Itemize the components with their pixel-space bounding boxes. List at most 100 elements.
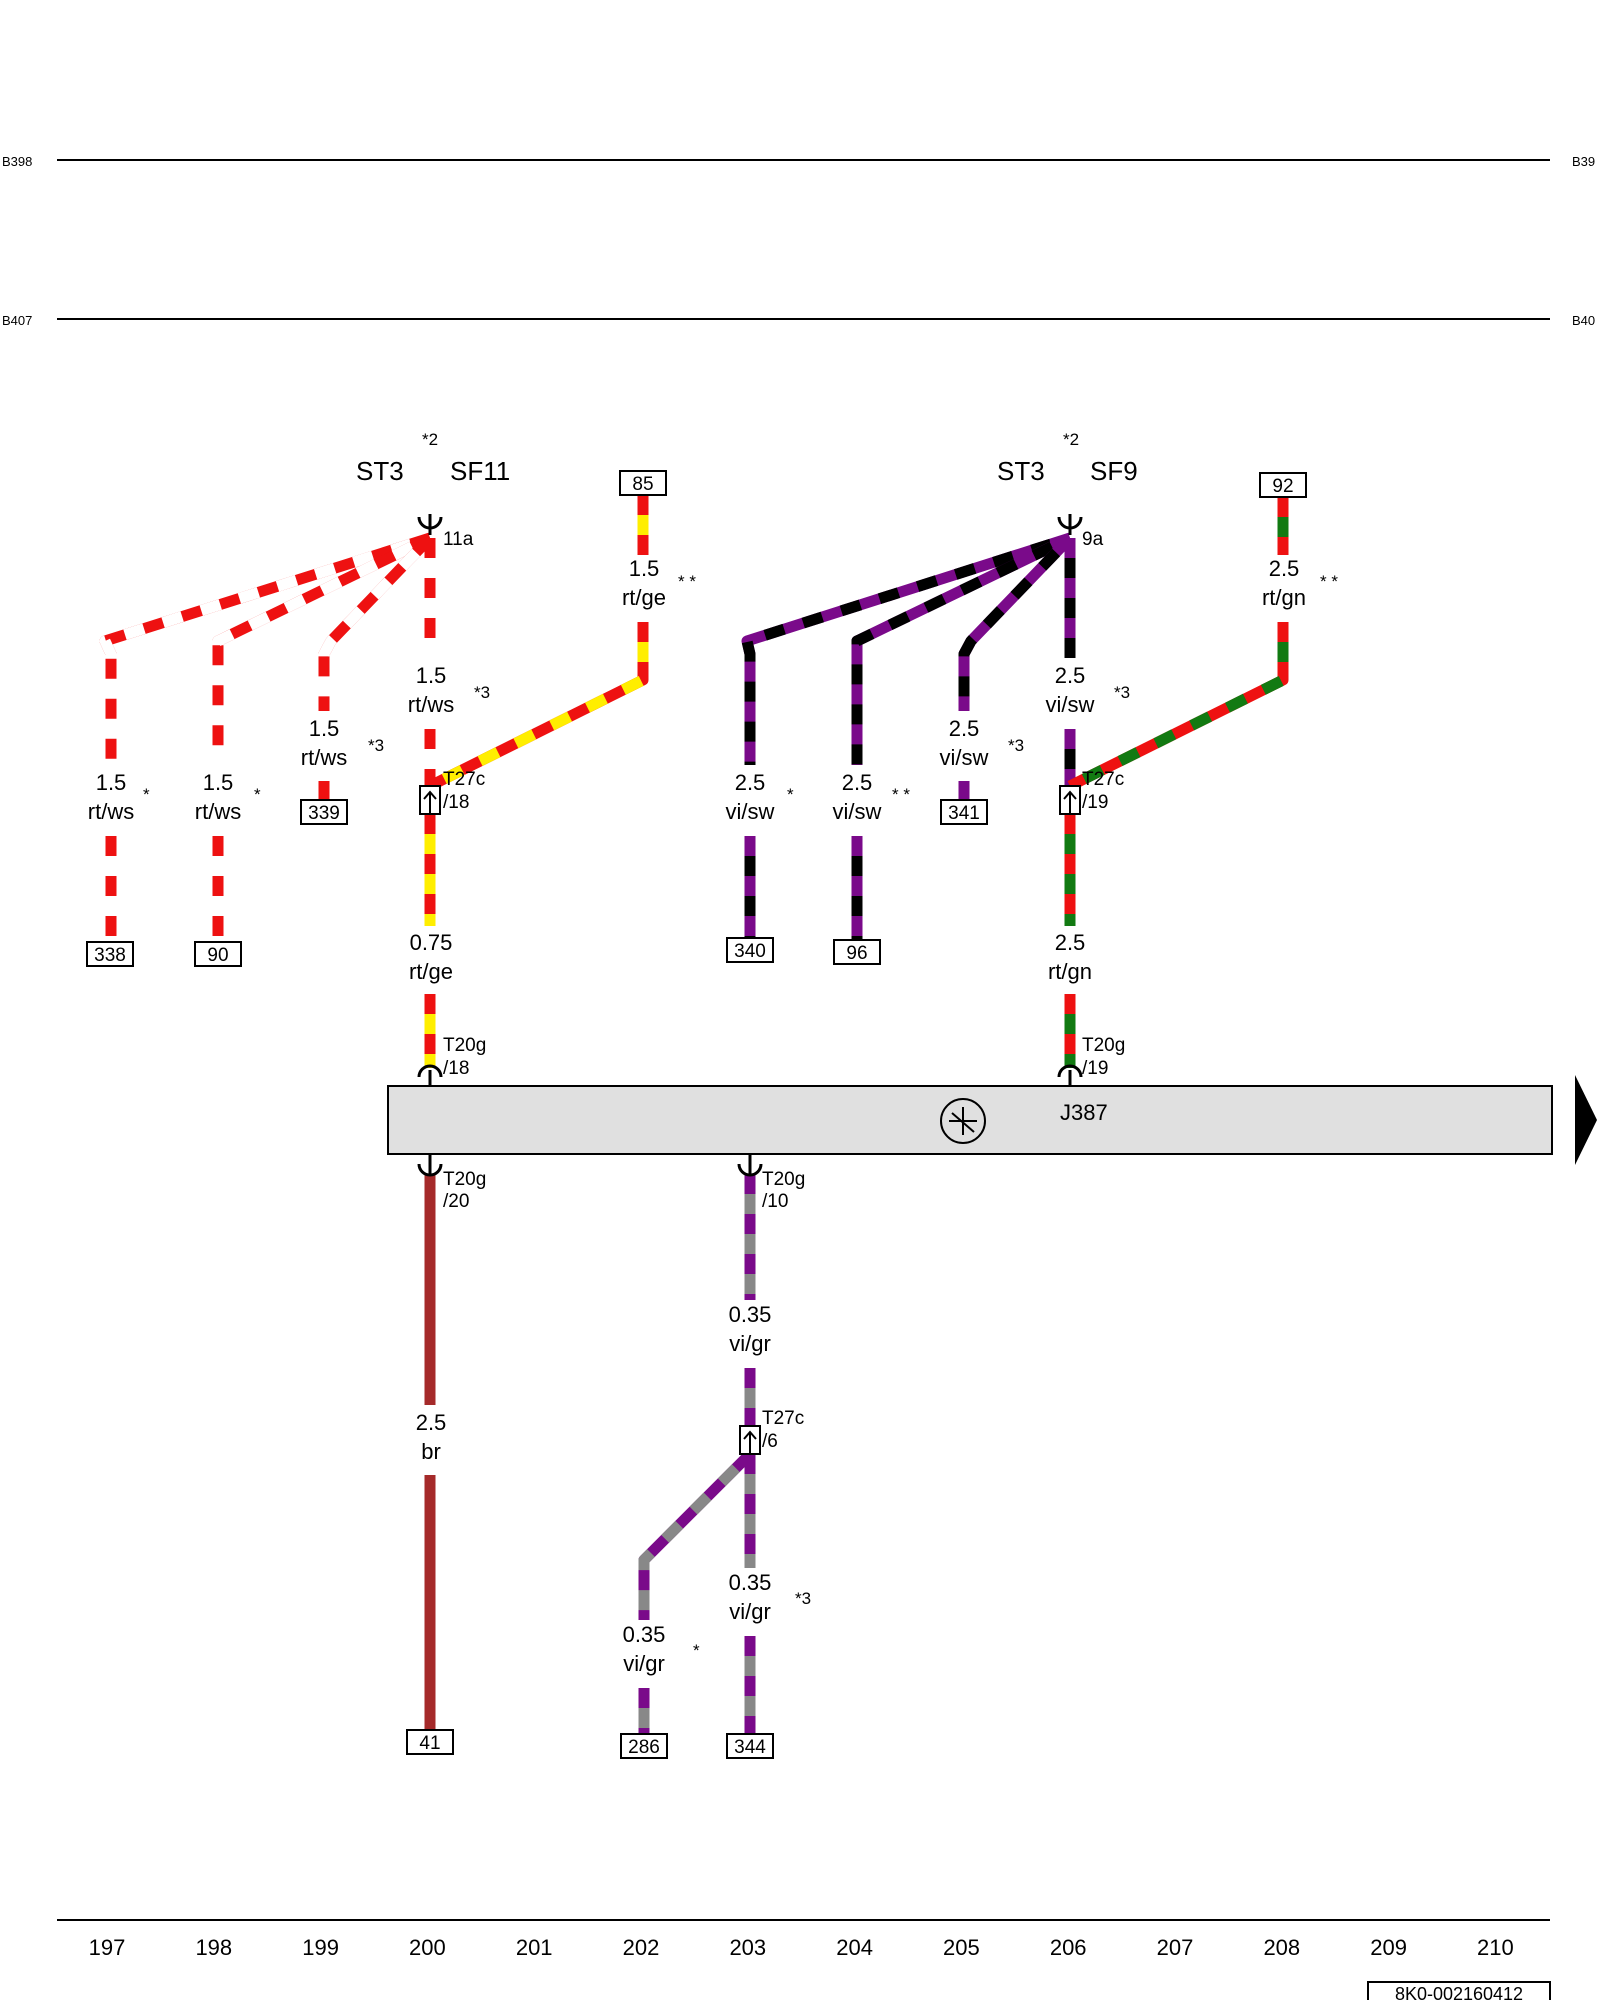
column-number: 197 [89, 1935, 126, 1960]
connector-t27c-6-pin: /6 [762, 1431, 778, 1452]
column-number: 206 [1050, 1935, 1087, 1960]
wire-w7-segment [741, 532, 1072, 765]
wire-layer [99, 495, 1289, 1734]
svg-text:rt/ws: rt/ws [408, 692, 454, 717]
fuse-pin-9a: 9a [1082, 529, 1104, 550]
svg-text:2.5: 2.5 [1269, 556, 1300, 581]
continuation-arrow-icon [1575, 1075, 1597, 1165]
svg-text:br: br [421, 1439, 441, 1464]
doc-id-box [1367, 1981, 1551, 2000]
svg-text:vi/gr: vi/gr [623, 1651, 665, 1676]
svg-text:*: * [787, 785, 794, 804]
terminal-344: 344 [726, 1733, 774, 1759]
ref-label-b39: B39 [1572, 154, 1595, 169]
component-j387-label: J387 [1060, 1100, 1108, 1125]
svg-text:vi/sw: vi/sw [726, 799, 775, 824]
column-number: 199 [302, 1935, 339, 1960]
connector-t27c-19-name: T27c [1082, 769, 1124, 790]
terminal-340: 340 [726, 937, 774, 963]
column-number: 208 [1263, 1935, 1300, 1960]
svg-text:vi/gr: vi/gr [729, 1599, 771, 1624]
svg-text:0.35: 0.35 [729, 1302, 772, 1327]
connector-t20g-19-name: T20g [1082, 1035, 1125, 1056]
connector-symbol-t20g-10 [737, 1154, 763, 1177]
svg-text:2.5: 2.5 [416, 1410, 447, 1435]
wire-w16-segment [638, 1450, 754, 1620]
svg-text:341: 341 [948, 803, 980, 824]
column-number: 204 [836, 1935, 873, 1960]
svg-text:1.5: 1.5 [309, 716, 340, 741]
terminal-338: 338 [86, 941, 134, 967]
fuse-st3-right: ST3 [997, 456, 1045, 486]
connector-t20g-20-pin: /20 [443, 1191, 469, 1212]
terminal-41: 41 [406, 1729, 454, 1755]
svg-text:2.5: 2.5 [842, 770, 873, 795]
connector-box-t27c-19 [1059, 785, 1081, 815]
connector-box-t27c-6 [739, 1425, 761, 1455]
connector-t20g-19-pin: /19 [1082, 1058, 1108, 1079]
svg-text:* *: * * [892, 785, 910, 804]
column-number: 200 [409, 1935, 446, 1960]
connector-symbol-t20g-19 [1057, 1064, 1083, 1086]
wire-label-w13: 2.5 br [416, 1410, 447, 1464]
svg-text:339: 339 [308, 803, 340, 824]
connector-t20g-10-pin: /10 [762, 1191, 788, 1212]
column-number: 209 [1370, 1935, 1407, 1960]
svg-text:*3: *3 [1008, 736, 1024, 755]
svg-text:338: 338 [94, 945, 126, 966]
svg-text:rt/ws: rt/ws [88, 799, 134, 824]
connector-t20g-10-name: T20g [762, 1169, 805, 1190]
wire-label-w14: 0.35 vi/gr [729, 1302, 772, 1356]
svg-text:*: * [693, 1641, 700, 1660]
svg-text:2.5: 2.5 [1055, 663, 1086, 688]
connector-symbol-t20g-20 [417, 1154, 443, 1177]
wire-label-w6: 0.75 rt/ge [409, 930, 453, 984]
svg-text:1.5: 1.5 [203, 770, 234, 795]
terminal-96: 96 [833, 939, 881, 965]
svg-text:340: 340 [734, 941, 766, 962]
svg-text:0.35: 0.35 [623, 1622, 666, 1647]
wire-w1-segment [99, 532, 432, 765]
connector-symbol-t20g-18 [417, 1064, 443, 1086]
column-number: 207 [1157, 1935, 1194, 1960]
wire-label-w15: 0.35 vi/gr *3 [729, 1570, 811, 1624]
wire-w7-stripe [741, 532, 1072, 765]
wire-w1-outline [104, 537, 431, 765]
doc-id: 8K0-002160412 [1395, 1984, 1523, 2000]
wire-w11-stripe [1067, 622, 1289, 791]
svg-text:344: 344 [734, 1737, 766, 1758]
wire-w3-stripe [318, 534, 434, 711]
svg-text:41: 41 [419, 1733, 440, 1754]
wire-label-w11: 2.5 rt/gn * * [1262, 556, 1338, 610]
wire-label-w1: 1.5 rt/ws * [88, 770, 150, 824]
wire-label-w7: 2.5 vi/sw * [726, 770, 794, 824]
svg-text:rt/ge: rt/ge [622, 585, 666, 610]
wire-label-w5: 1.5 rt/ge * * [622, 556, 696, 610]
wire-w11-segment [1067, 622, 1289, 791]
fuse-sf11: SF11 [450, 456, 510, 486]
terminal-92: 92 [1259, 472, 1307, 498]
fuse-note-left: *2 [422, 430, 438, 449]
wire-label-w3: 1.5 rt/ws *3 [301, 716, 384, 770]
svg-text:2.5: 2.5 [949, 716, 980, 741]
svg-text:rt/gn: rt/gn [1048, 959, 1092, 984]
column-number: 202 [623, 1935, 660, 1960]
svg-text:2.5: 2.5 [1055, 930, 1086, 955]
svg-text:rt/ws: rt/ws [195, 799, 241, 824]
column-number: 203 [729, 1935, 766, 1960]
connector-t27c-6-name: T27c [762, 1408, 804, 1429]
wire-w16-stripe [638, 1450, 754, 1620]
terminal-339: 339 [300, 799, 348, 825]
wire-label-w4: 1.5 rt/ws *3 [408, 663, 490, 717]
wire-label-w2: 1.5 rt/ws * [195, 770, 261, 824]
svg-text:*3: *3 [368, 736, 384, 755]
fuse-st3-left: ST3 [356, 456, 404, 486]
svg-text:92: 92 [1272, 476, 1293, 497]
wire-w8-stripe [851, 533, 1073, 765]
ref-label-b407: B407 [2, 313, 32, 328]
wire-label-w10: 2.5 vi/sw *3 [1046, 663, 1131, 717]
svg-text:1.5: 1.5 [96, 770, 127, 795]
svg-text:*3: *3 [795, 1589, 811, 1608]
wire-label-w16: 0.35 vi/gr * [623, 1622, 700, 1676]
